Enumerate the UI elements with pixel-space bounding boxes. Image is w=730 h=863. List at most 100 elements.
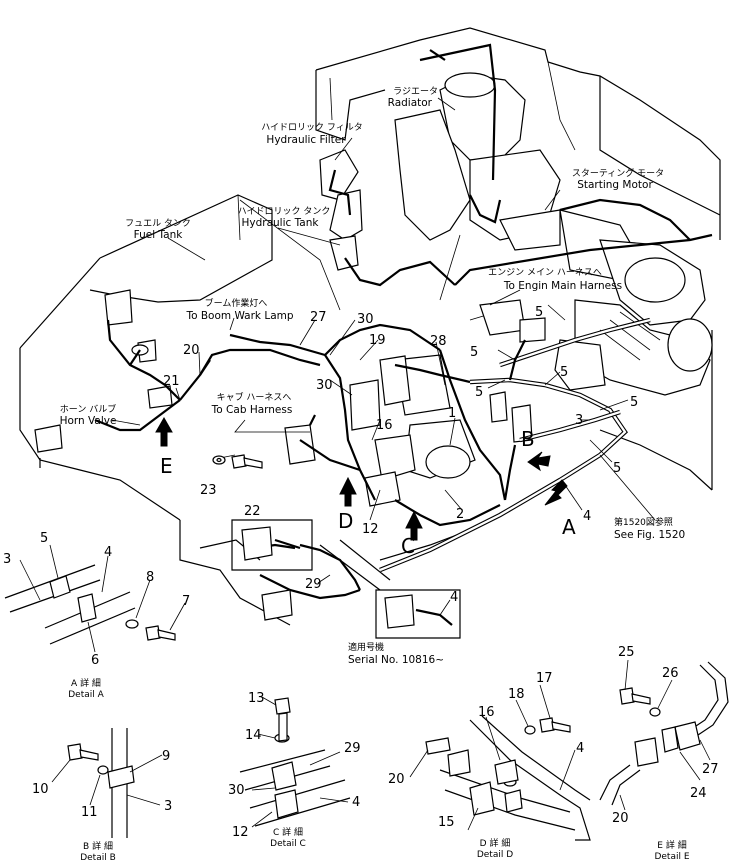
detail-c-part-14: 14 <box>245 728 262 743</box>
detail-e-part-20: 20 <box>612 811 629 826</box>
exploded-bolt-22 <box>212 454 263 469</box>
radiator-label: Radiator <box>388 97 433 109</box>
part-number-29: 29 <box>305 577 322 592</box>
detail-a-part-7: 7 <box>182 594 190 609</box>
detail-b-drawing <box>51 728 163 838</box>
detail-b-part-10: 10 <box>32 782 49 797</box>
part-number-5: 5 <box>613 461 621 476</box>
hydraulic-tank-label: Hydraulic Tank <box>242 217 320 229</box>
part-number-12: 12 <box>362 522 379 537</box>
part-number-27: 27 <box>310 310 327 325</box>
detail-e-part-25: 25 <box>618 645 635 660</box>
hydraulic-filter-label-jp: ハイドロリック フィルタ <box>261 122 363 133</box>
detail-a-drawing <box>4 544 186 653</box>
horn-valve-label-jp: ホーン バルブ <box>60 403 116 415</box>
detail-e-title: Detail E <box>654 852 689 862</box>
hydraulic-filter-label: Hydraulic Filter <box>266 134 346 146</box>
detail-b-part-9: 9 <box>162 749 170 764</box>
detail-c-part-4: 4 <box>352 795 360 810</box>
detail-c-part-29: 29 <box>344 741 361 756</box>
detail-e-part-27: 27 <box>702 762 719 777</box>
detail-d-drawing <box>409 684 591 841</box>
detail-d-title: Detail D <box>477 850 513 860</box>
part-number-4: 4 <box>583 509 591 524</box>
detail-a-part-3: 3 <box>3 552 11 567</box>
boom-lamp-label-jp: ブーム作業灯へ <box>205 297 268 309</box>
part-number-5: 5 <box>630 395 638 410</box>
detail-a-part-8: 8 <box>146 570 154 585</box>
detail-d-part-16: 16 <box>478 705 495 720</box>
part-number-22: 22 <box>244 504 261 519</box>
boom-lamp-label: To Boom Wark Lamp <box>185 310 293 322</box>
see-fig-label-jp: 第1520図参照 <box>614 516 673 528</box>
detail-d-part-17: 17 <box>536 671 553 686</box>
part-number-20: 20 <box>183 343 200 358</box>
detail-b-part-11: 11 <box>81 805 98 820</box>
horn-valve-label: Horn Valve <box>60 415 117 427</box>
detail-a-part-4: 4 <box>104 545 112 560</box>
engine-harness-label-jp: エンジン メイン ハーネスへ <box>488 267 602 278</box>
leader-lines <box>111 97 656 616</box>
detail-e-part-24: 24 <box>690 786 707 801</box>
part-number-4: 4 <box>450 590 458 605</box>
starting-motor-label: Starting Motor <box>577 179 653 191</box>
detail-b-title: Detail B <box>80 853 116 863</box>
view-arrows <box>155 416 568 541</box>
part-number-16: 16 <box>376 418 393 433</box>
view-arrow-e-icon <box>155 416 173 447</box>
view-arrow-b-icon <box>527 451 551 472</box>
detail-b-part-3: 3 <box>164 799 172 814</box>
part-number-5: 5 <box>470 345 478 360</box>
part-number-28: 28 <box>430 334 447 349</box>
detail-c-drawing <box>239 696 351 828</box>
fuel-tank-label: Fuel Tank <box>134 229 184 241</box>
view-label-c: C <box>401 534 415 558</box>
inset-connector-box <box>231 519 313 621</box>
detail-c-part-13: 13 <box>248 691 265 706</box>
part-number-30: 30 <box>357 312 374 327</box>
part-number-23: 23 <box>200 483 217 498</box>
fuel-tank-label-jp: フュエル タンク <box>125 218 191 229</box>
part-number-30: 30 <box>316 378 333 393</box>
part-number-19: 19 <box>369 333 386 348</box>
detail-e-title-jp: E 詳 細 <box>657 839 686 851</box>
detail-a-title-jp: A 詳 細 <box>71 677 101 689</box>
detail-c-title-jp: C 詳 細 <box>273 826 303 838</box>
serial-label-jp: 適用号機 <box>348 641 384 653</box>
serial-inset-box <box>319 539 461 639</box>
part-number-1: 1 <box>448 406 456 421</box>
detail-d-title-jp: D 詳 細 <box>480 837 511 849</box>
detail-d-part-15: 15 <box>438 815 455 830</box>
detail-c-title: Detail C <box>270 839 306 849</box>
detail-a-title: Detail A <box>68 690 104 700</box>
detail-a-part-6: 6 <box>91 653 99 668</box>
detail-e-part-26: 26 <box>662 666 679 681</box>
detail-c-part-30: 30 <box>228 783 245 798</box>
cab-harness-label-jp: キャブ ハーネスへ <box>217 391 292 403</box>
part-number-5: 5 <box>475 385 483 400</box>
radiator-label-jp: ラジエータ <box>393 86 438 97</box>
detail-d-part-4: 4 <box>576 741 584 756</box>
cab-harness-label: To Cab Harness <box>211 404 293 416</box>
view-arrow-a-icon <box>544 479 568 506</box>
view-label-d: D <box>338 509 353 533</box>
engine-harness-label: To Engin Main Harness <box>503 280 622 292</box>
view-arrow-c-icon <box>405 510 423 541</box>
engine-assembly <box>394 72 713 396</box>
view-label-a: A <box>562 515 576 539</box>
part-number-2: 2 <box>456 507 464 522</box>
see-fig-label: See Fig. 1520 <box>614 529 685 541</box>
detail-d-part-20: 20 <box>388 772 405 787</box>
serial-label: Serial No. 10816~ <box>348 654 444 666</box>
detail-e-drawing <box>599 659 729 811</box>
view-label-b: B <box>521 427 535 451</box>
detail-a-part-5: 5 <box>40 531 48 546</box>
view-label-e: E <box>160 454 173 478</box>
part-number-5: 5 <box>535 305 543 320</box>
detail-c-part-12: 12 <box>232 825 249 840</box>
center-relay-block <box>284 354 533 507</box>
hydraulic-tank-label-jp: ハイドロリック タンク <box>238 206 331 217</box>
starting-motor-label-jp: スターティング モータ <box>572 167 664 179</box>
detail-d-part-18: 18 <box>508 687 525 702</box>
